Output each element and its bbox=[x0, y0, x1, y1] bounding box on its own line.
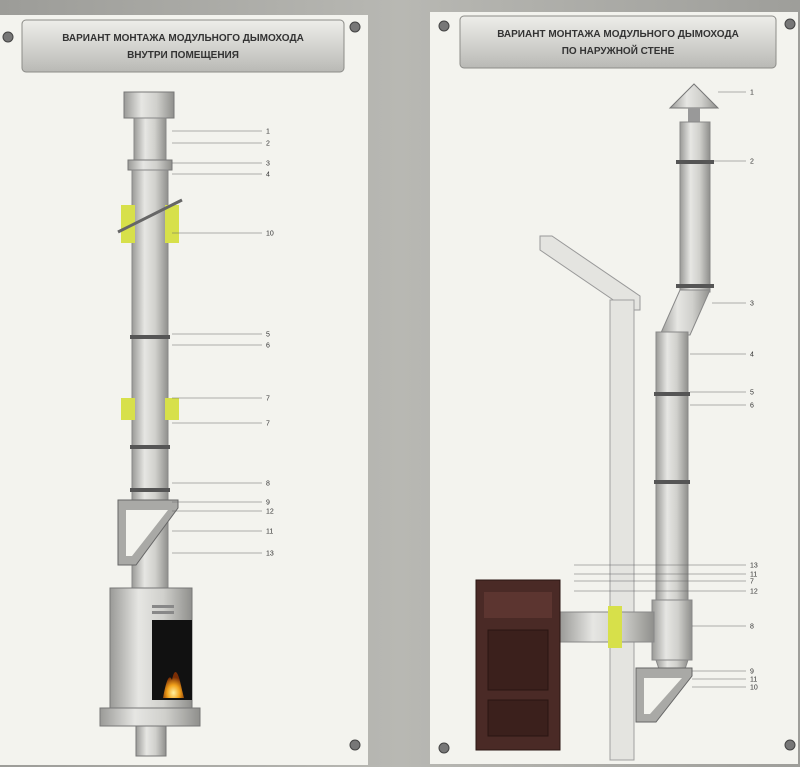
screw-icon bbox=[349, 21, 361, 33]
roof-flashing bbox=[127, 159, 173, 171]
callout-number: 13 bbox=[266, 551, 274, 558]
clamp bbox=[654, 480, 690, 484]
wall-bracket-cutout bbox=[126, 510, 168, 556]
callout-number: 1 bbox=[266, 129, 270, 136]
clamp bbox=[676, 160, 714, 164]
offset-elbow bbox=[659, 289, 711, 336]
stove-base bbox=[99, 707, 201, 727]
callout-number: 5 bbox=[266, 332, 270, 339]
horizontal-connector bbox=[559, 611, 655, 643]
callout-number: 5 bbox=[750, 390, 754, 397]
callout-number: 6 bbox=[750, 403, 754, 410]
cap-support bbox=[688, 108, 700, 122]
callout-number: 10 bbox=[750, 685, 758, 692]
callout-number: 2 bbox=[266, 141, 270, 148]
house-wall bbox=[539, 235, 641, 761]
insulation-block bbox=[165, 205, 179, 243]
wall-insulation bbox=[608, 606, 622, 648]
callout-number: 12 bbox=[750, 589, 758, 596]
right-stove bbox=[475, 579, 561, 751]
stove-vent bbox=[152, 611, 174, 614]
callout-number: 8 bbox=[266, 481, 270, 488]
callout-number: 9 bbox=[266, 500, 270, 507]
left-board: ВАРИАНТ МОНТАЖА МОДУЛЬНОГО ДЫМОХОДА ВНУТ… bbox=[0, 15, 368, 765]
stove-door bbox=[487, 629, 549, 691]
chimney-cap bbox=[123, 91, 175, 119]
left-title-line1: ВАРИАНТ МОНТАЖА МОДУЛЬНОГО ДЫМОХОДА bbox=[62, 33, 304, 44]
callout-number: 9 bbox=[750, 669, 754, 676]
callout-number: 2 bbox=[750, 159, 754, 166]
tee-fitting bbox=[651, 599, 693, 661]
upper-pipe bbox=[679, 121, 711, 293]
left-stove bbox=[99, 587, 201, 757]
clamp bbox=[130, 488, 170, 492]
callout-number: 12 bbox=[266, 509, 274, 516]
stove-top-panel bbox=[484, 592, 552, 618]
stove-vent bbox=[152, 605, 174, 608]
clamp bbox=[676, 284, 714, 288]
callout-number: 7 bbox=[266, 421, 270, 428]
left-title-plate bbox=[21, 19, 345, 73]
callout-number: 7 bbox=[750, 579, 754, 586]
callout-number: 6 bbox=[266, 343, 270, 350]
right-chimney bbox=[559, 83, 720, 723]
right-title-plate bbox=[459, 15, 777, 69]
lower-pipe bbox=[655, 331, 689, 623]
stove-ash-pipe bbox=[135, 725, 167, 757]
callout-number: 7 bbox=[266, 396, 270, 403]
screw-icon bbox=[438, 742, 450, 754]
chimney-top-section bbox=[133, 117, 167, 167]
exterior-wall bbox=[609, 299, 635, 761]
right-title-line2: ПО НАРУЖНОЙ СТЕНЕ bbox=[562, 44, 675, 57]
callout-number: 8 bbox=[750, 624, 754, 631]
screw-icon bbox=[438, 20, 450, 32]
clamp bbox=[654, 392, 690, 396]
clamp bbox=[130, 335, 170, 339]
callout-number: 11 bbox=[266, 529, 273, 536]
left-title-line2: ВНУТРИ ПОМЕЩЕНИЯ bbox=[127, 50, 239, 61]
stove-ash-door bbox=[487, 699, 549, 737]
right-title-line1: ВАРИАНТ МОНТАЖА МОДУЛЬНОГО ДЫМОХОДА bbox=[497, 29, 739, 40]
callout-number: 3 bbox=[266, 161, 270, 168]
callout-number: 3 bbox=[750, 301, 754, 308]
left-chimney bbox=[117, 91, 183, 591]
wall-bracket-cutout bbox=[644, 678, 682, 714]
screw-icon bbox=[784, 739, 796, 751]
right-board: ВАРИАНТ МОНТАЖА МОДУЛЬНОГО ДЫМОХОДА ПО Н… bbox=[430, 12, 798, 764]
insulation-block bbox=[165, 398, 179, 420]
callout-number: 13 bbox=[750, 563, 758, 570]
clamp bbox=[130, 445, 170, 449]
screw-icon bbox=[2, 31, 14, 43]
callout-number: 4 bbox=[750, 352, 754, 359]
callout-number: 1 bbox=[750, 90, 754, 97]
roof-line bbox=[117, 198, 183, 234]
insulation-block bbox=[121, 398, 135, 420]
callout-number: 11 bbox=[750, 572, 757, 579]
fire-icon bbox=[163, 672, 184, 698]
callout-number: 10 bbox=[266, 231, 274, 238]
callout-number: 4 bbox=[266, 172, 270, 179]
screw-icon bbox=[349, 739, 361, 751]
callout-number: 11 bbox=[750, 677, 757, 684]
insulation-block bbox=[121, 205, 135, 243]
roof-overhang bbox=[539, 235, 641, 311]
screw-icon bbox=[784, 18, 796, 30]
